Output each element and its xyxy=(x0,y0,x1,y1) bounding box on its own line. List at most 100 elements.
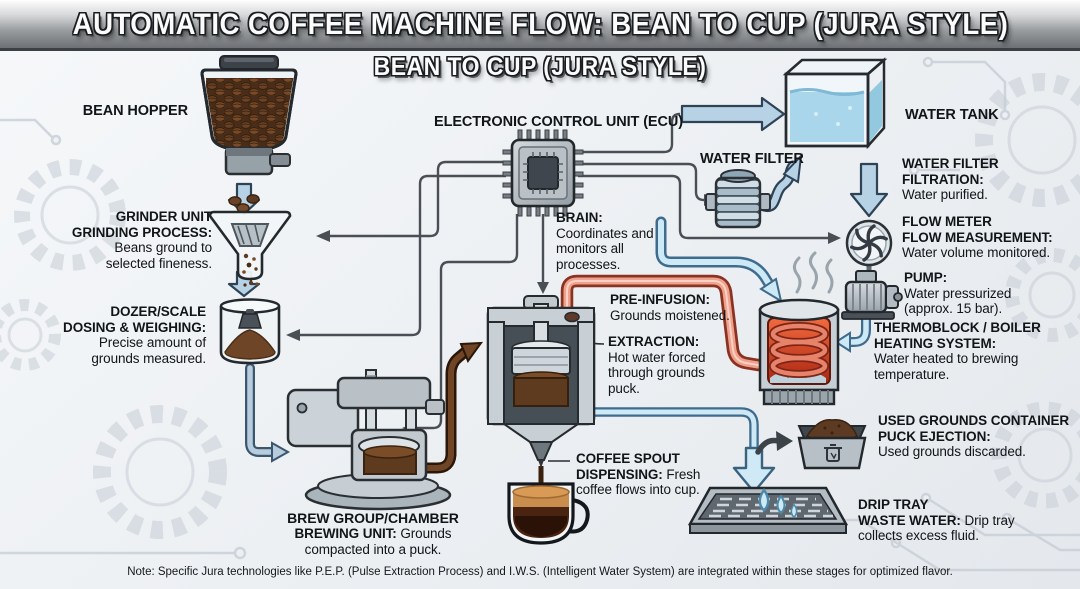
dozer-scale-icon xyxy=(219,298,281,365)
used-grounds-name: USED GROUNDS CONTAINER xyxy=(878,413,1070,428)
drip-tray-name: DRIP TRAY xyxy=(858,497,929,512)
pump-process: PUMP: xyxy=(904,270,947,285)
dozer-name: DOZER/SCALE xyxy=(110,304,206,319)
flow-meter-icon xyxy=(845,219,893,267)
grinder-label: GRINDER UNIT GRINDING PROCESS: Beans gro… xyxy=(70,209,212,272)
pipe-hot-water-pre-infusion xyxy=(560,274,765,372)
dozer-desc: Precise amount of grounds measured. xyxy=(91,335,206,366)
thermoblock-icon xyxy=(758,298,840,406)
bean-hopper-label: BEAN HOPPER xyxy=(82,103,188,119)
pipe-grounds-to-chamber xyxy=(412,341,484,474)
thermoblock-label: THERMOBLOCK / BOILER HEATING SYSTEM: Wat… xyxy=(874,320,1060,383)
used-grounds-label: USED GROUNDS CONTAINER PUCK EJECTION: Us… xyxy=(878,413,1078,460)
pre-infusion-desc: Grounds moistened. xyxy=(610,307,730,323)
coffee-spout-desc: Fresh coffee flows into cup. xyxy=(576,466,701,498)
used-grounds-desc: Used grounds discarded. xyxy=(878,444,1026,460)
arrowhead-dozer xyxy=(286,329,300,341)
coffee-beans-icon xyxy=(228,194,260,213)
coffee-cup-icon xyxy=(507,482,590,545)
trash-icon xyxy=(824,444,842,462)
pipe-inlet-hole xyxy=(564,311,580,323)
water-tank-label: WATER TANK xyxy=(905,107,999,123)
brew-group-label: BREW GROUP/CHAMBER BREWING UNIT: Grounds… xyxy=(268,510,478,558)
used-grounds-container-icon xyxy=(797,419,867,470)
steam-icon xyxy=(792,251,834,294)
arrowhead-grinder xyxy=(316,230,330,242)
flow-meter-process: FLOW MEASUREMENT: xyxy=(902,229,1053,245)
pump-label: PUMP: Water pressurized (approx. 15 bar)… xyxy=(904,270,1036,317)
brew-group-desc: Grounds compacted into a puck. xyxy=(304,526,452,557)
arrow-filter-to-tank xyxy=(758,153,803,212)
pump-icon xyxy=(841,270,903,320)
arrow-tank-to-flow-meter xyxy=(849,162,889,218)
extraction-process: EXTRACTION: xyxy=(608,334,700,349)
grinder-desc: Beans ground to selected fineness. xyxy=(105,240,212,271)
flow-meter-desc: Water volume monitored. xyxy=(902,245,1051,261)
pump-desc: Water pressurized (approx. 15 bar). xyxy=(904,285,1012,317)
thermoblock-name: THERMOBLOCK / BOILER xyxy=(874,320,1041,335)
ecu-process: BRAIN: xyxy=(556,210,603,225)
arrowhead-flow-meter xyxy=(828,232,841,244)
water-tank-icon xyxy=(782,57,888,150)
ecu-desc: Coordinates and monitors all processes. xyxy=(556,225,654,272)
water-filter-desc: Water purified. xyxy=(902,187,988,203)
brew-group-process: BREWING UNIT: xyxy=(294,526,397,542)
ecu-label: ELECTRONIC CONTROL UNIT (ECU) xyxy=(434,114,683,130)
coffee-spout-process: DISPENSING: xyxy=(576,466,663,482)
heating-coil xyxy=(769,322,829,378)
brewing-chamber-icon xyxy=(486,295,596,468)
piston xyxy=(511,347,571,375)
gear-icon xyxy=(0,73,1080,539)
pre-infusion-process: PRE-INFUSION: xyxy=(610,292,710,307)
grinder-icon xyxy=(208,194,292,287)
drip-tray-label: DRIP TRAY WASTE WATER: Drip tray collect… xyxy=(858,497,1030,544)
wire-ecu-to-brew-group xyxy=(416,214,519,430)
water-filter-icon-label: WATER FILTER xyxy=(700,151,804,167)
water-filter-name: WATER FILTER xyxy=(902,156,999,171)
brew-group-name: BREW GROUP/CHAMBER xyxy=(287,510,459,526)
water-filter-icon xyxy=(705,169,771,229)
spout-cone xyxy=(528,441,554,461)
extraction-desc: Hot water forced through grounds puck. xyxy=(608,349,706,396)
drip-tray-icon xyxy=(687,486,849,534)
ecu-chip-icon xyxy=(502,129,584,217)
ecu-brain-label: BRAIN: Coordinates and monitors all proc… xyxy=(556,210,674,273)
pipe-dozer-to-brew-group xyxy=(245,363,291,463)
coffee-spout-name: COFFEE SPOUT xyxy=(576,451,680,466)
dozer-process: DOSING & WEIGHING: xyxy=(63,319,206,335)
arrow-waste-to-drip-tray xyxy=(732,446,776,494)
pipe-pump-to-thermoblock xyxy=(834,309,871,353)
coffee-spout-label: COFFEE SPOUT DISPENSING: Fresh coffee fl… xyxy=(576,451,736,498)
wire-ecu-to-grinder xyxy=(330,160,506,238)
extraction-label: EXTRACTION: Hot water forced through gro… xyxy=(608,334,738,397)
pipe-waste-water xyxy=(575,407,776,494)
bean-hopper-icon xyxy=(200,55,298,176)
flow-meter-label: FLOW METER FLOW MEASUREMENT: Water volum… xyxy=(902,214,1078,261)
grounds-pile xyxy=(224,329,276,360)
page-title: AUTOMATIC COFFEE MACHINE FLOW: BEAN TO C… xyxy=(72,7,1008,41)
thermoblock-process: HEATING SYSTEM: xyxy=(874,335,997,351)
filtration-label: WATER FILTER FILTRATION: Water purified. xyxy=(902,156,1062,203)
wire-ecu-to-flow-meter xyxy=(578,174,828,240)
wire-ecu-to-dozer xyxy=(300,174,506,337)
thermoblock-desc: Water heated to brewing temperature. xyxy=(874,351,1019,382)
grounds-puck xyxy=(513,377,569,407)
dozer-label: DOZER/SCALE DOSING & WEIGHING: Precise a… xyxy=(51,304,206,367)
water-filter-process: FILTRATION: xyxy=(902,171,984,187)
pre-infusion-label: PRE-INFUSION: Grounds moistened. xyxy=(610,292,788,323)
grinder-process: GRINDING PROCESS: xyxy=(71,224,212,240)
weight-icon xyxy=(238,309,262,329)
water-fill xyxy=(790,92,864,142)
title-bar: AUTOMATIC COFFEE MACHINE FLOW: BEAN TO C… xyxy=(0,0,1080,51)
drip-tray-text: WASTE WATER: Drip tray collects excess f… xyxy=(858,513,1030,544)
flow-meter-name: FLOW METER xyxy=(902,214,992,229)
arrow-puck-ejection xyxy=(755,431,793,455)
flow-arrows xyxy=(227,96,889,298)
brew-group-text: BREWING UNIT: Grounds compacted into a p… xyxy=(268,526,478,557)
grinder-name: GRINDER UNIT xyxy=(115,209,212,224)
arrowhead-chamber xyxy=(537,282,549,294)
used-grounds-process: PUCK EJECTION: xyxy=(878,428,991,444)
